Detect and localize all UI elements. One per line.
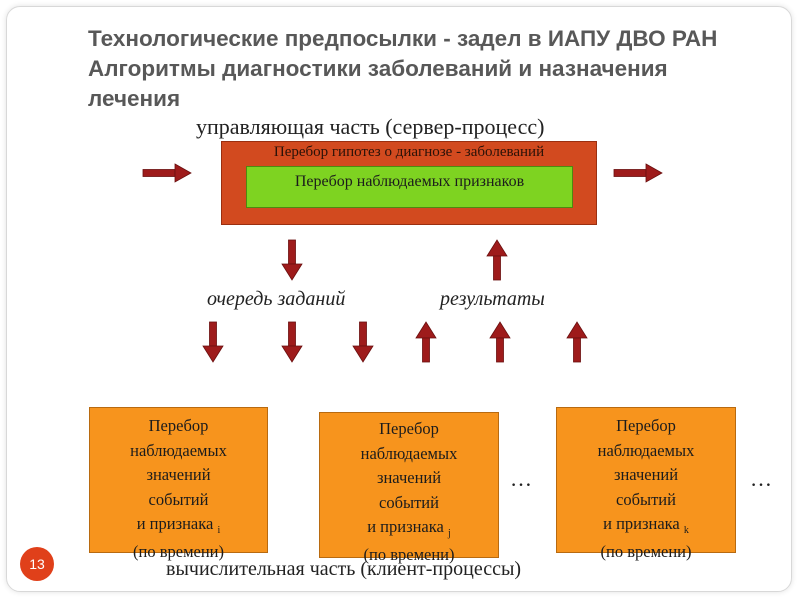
output-arrow-right — [613, 163, 663, 183]
slide-title: Технологические предпосылки - задел в ИА… — [88, 26, 718, 111]
client-line: Перебор — [616, 416, 676, 435]
client-line: Перебор — [379, 419, 439, 438]
client-arrow-up-3 — [566, 321, 588, 363]
client-line: значений — [146, 465, 211, 484]
queue-arrow-down — [281, 239, 303, 281]
slide-number-badge: 13 — [20, 547, 54, 581]
client-arrow-up-2 — [489, 321, 511, 363]
client-line: событий — [148, 489, 209, 509]
client-line: и признака i — [136, 514, 221, 536]
client-process-box-1: Перебор наблюдаемых значений событий и п… — [89, 407, 268, 561]
client-arrow-down-3 — [352, 321, 374, 363]
results-arrow-up — [486, 239, 508, 281]
client-line: значений — [376, 468, 442, 487]
client-arrow-down-2 — [281, 321, 303, 363]
ellipsis-2: … — [750, 466, 772, 491]
slide-frame — [6, 6, 792, 592]
client-arrow-up-1 — [415, 321, 437, 363]
client-line: событий — [616, 489, 676, 509]
client-process-box-3: Перебор наблюдаемых значений событий и п… — [556, 407, 736, 561]
observed-features-label: Перебор наблюдаемых признаков — [294, 173, 525, 190]
client-line: наблюдаемых — [360, 443, 458, 463]
client-line: значений — [613, 465, 679, 484]
input-arrow-right — [142, 163, 192, 183]
client-line: (по времени) — [600, 541, 692, 561]
hypotheses-label: Перебор гипотез о диагнозе - заболеваний — [273, 144, 545, 160]
client-line: наблюдаемых — [130, 440, 227, 460]
observed-features-box — [246, 166, 573, 208]
feature-index: k — [683, 525, 689, 536]
server-part-label: управляющая часть (сервер-процесс) — [196, 114, 545, 139]
client-line: наблюдаемых — [597, 440, 695, 460]
client-line: событий — [379, 492, 439, 512]
ellipsis-1: … — [510, 466, 532, 491]
client-line: и признака k — [603, 514, 689, 536]
client-line: Перебор — [148, 416, 209, 435]
task-queue-label: очередь заданий — [207, 288, 346, 310]
feature-index: j — [447, 528, 451, 539]
client-arrow-down-1 — [202, 321, 224, 363]
results-label: результаты — [440, 288, 545, 310]
client-part-label: вычислительная часть (клиент-процессы) — [166, 558, 522, 580]
feature-index: i — [217, 525, 221, 536]
client-process-box-2: Перебор наблюдаемых значений событий и п… — [319, 412, 499, 564]
client-line: и признака j — [367, 517, 451, 539]
client-line: (по времени) — [363, 544, 455, 564]
client-line: (по времени) — [133, 541, 224, 561]
